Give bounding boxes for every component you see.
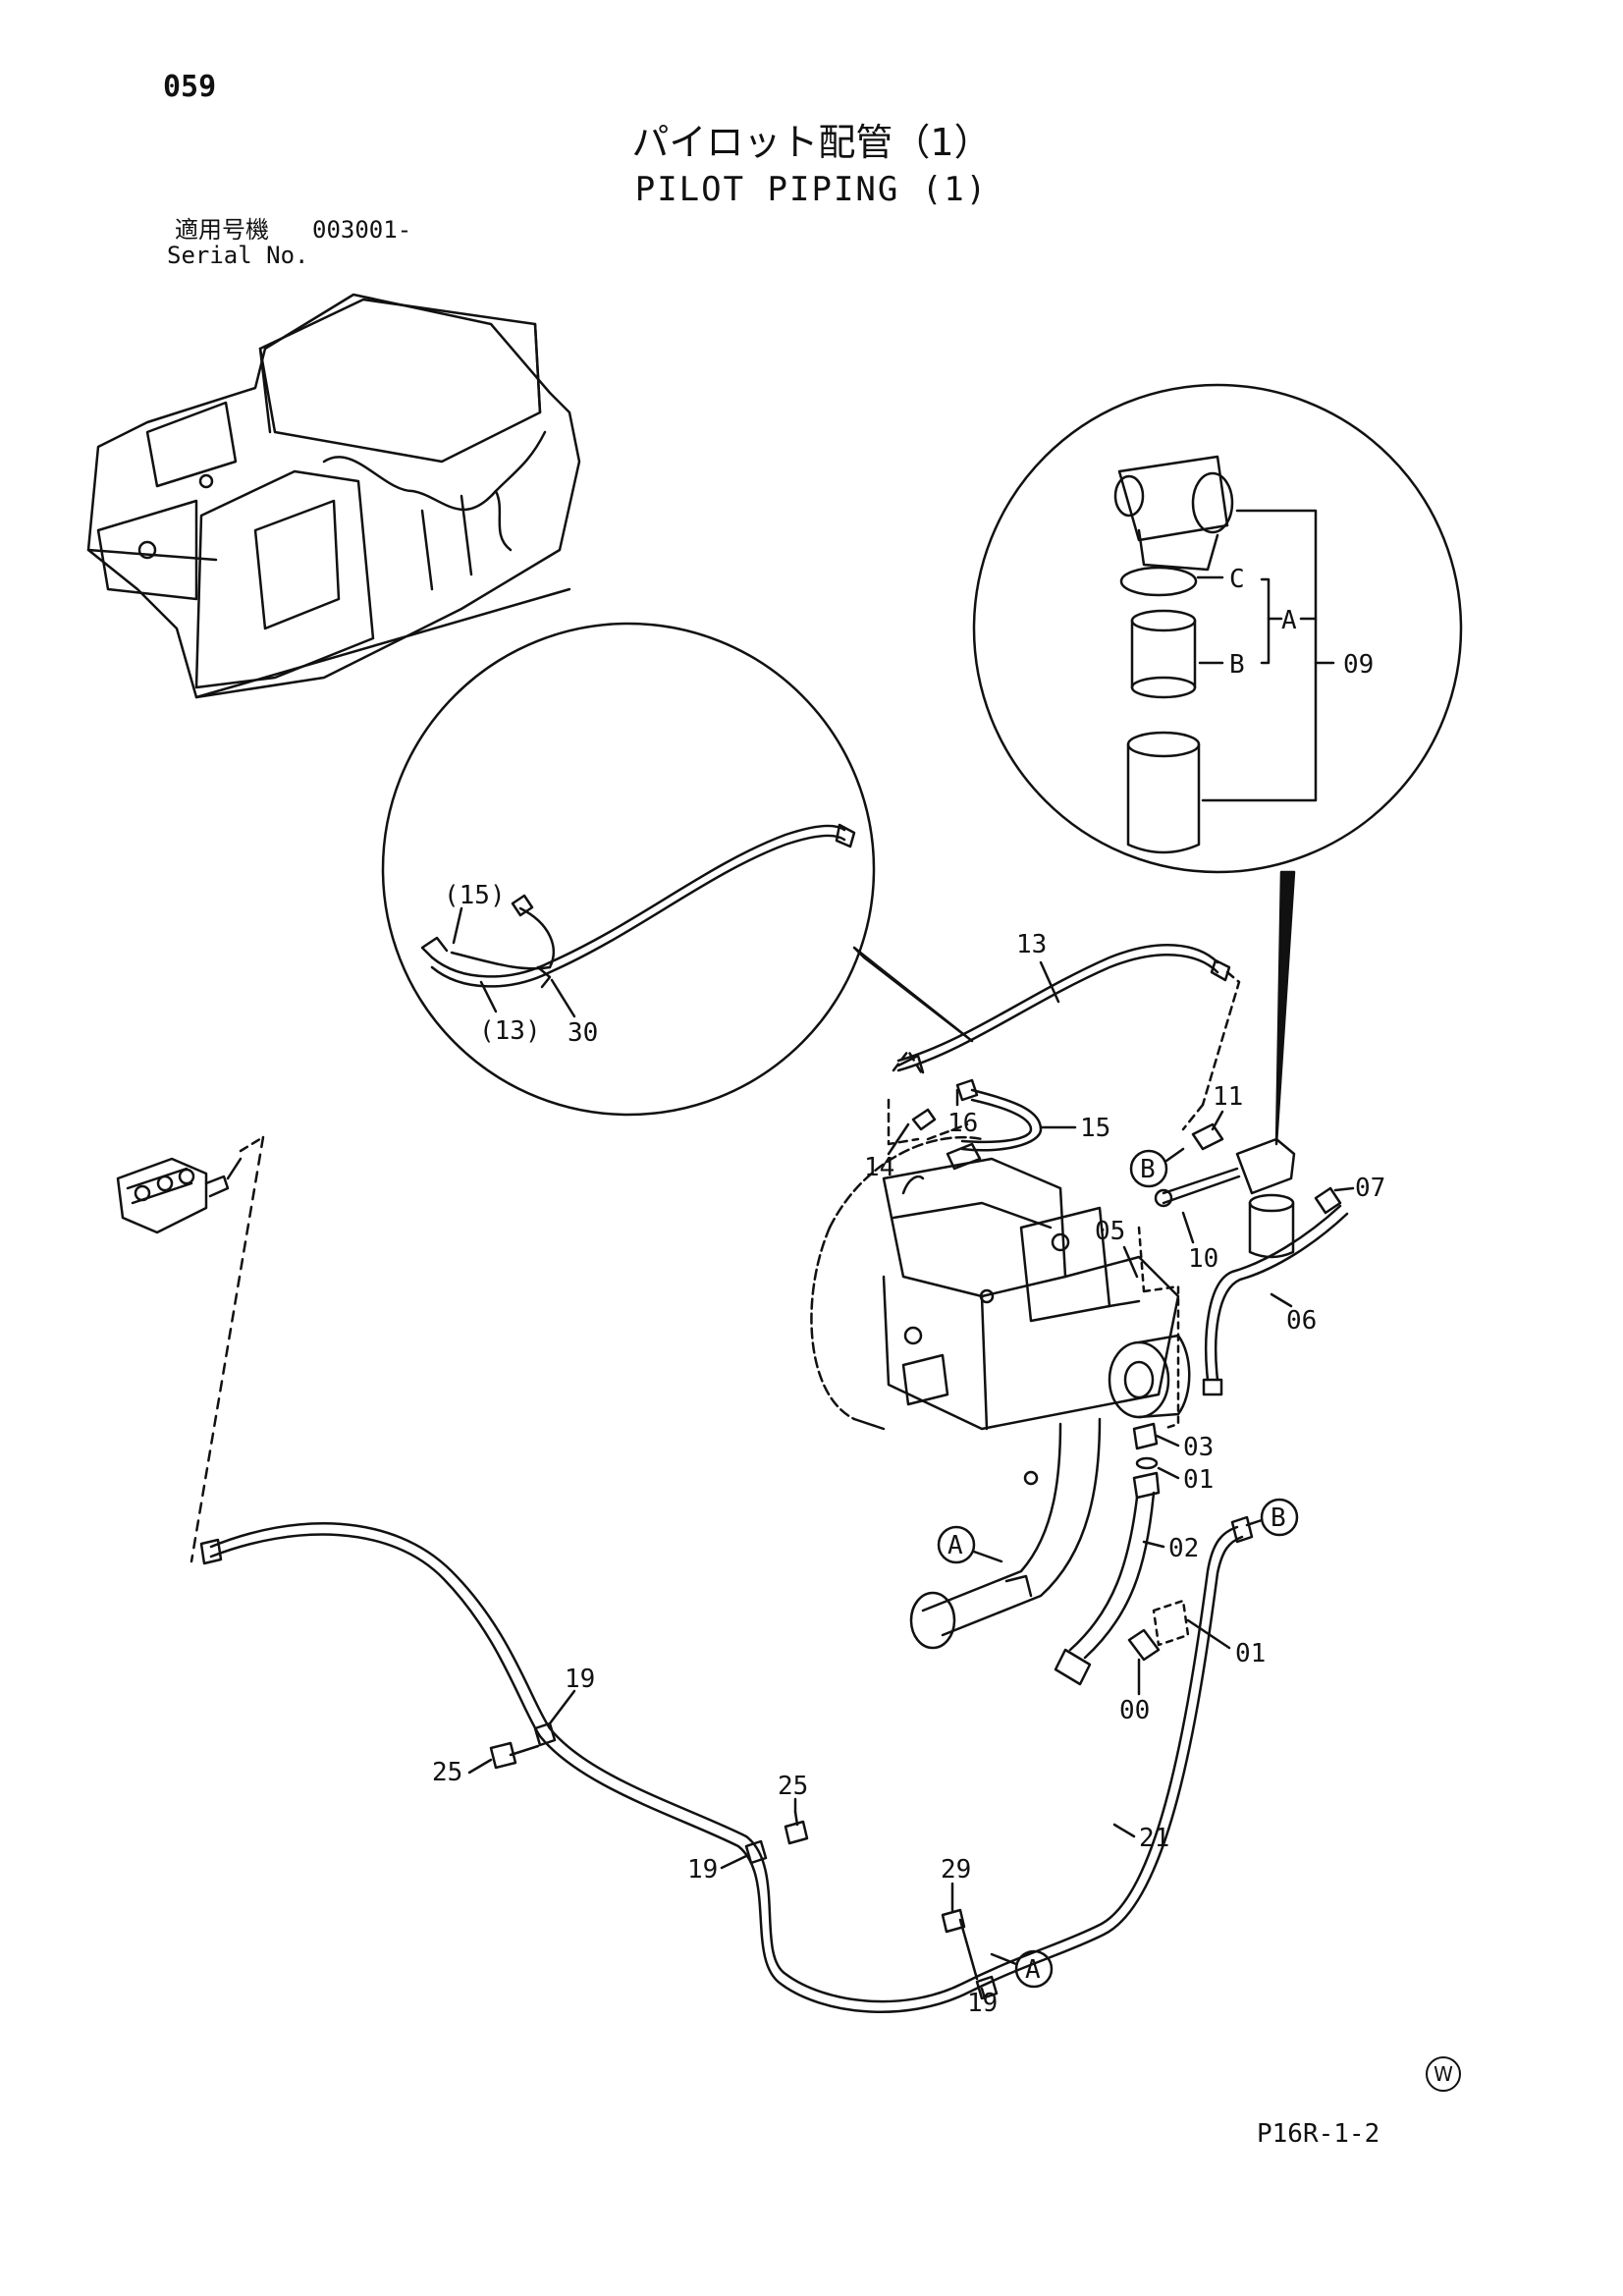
excavator-overview-illustration xyxy=(86,293,581,699)
callout-05: 05 xyxy=(1095,1217,1125,1246)
hose-13-illustration xyxy=(896,944,1241,1131)
ref-b-1: B xyxy=(1140,1155,1156,1184)
callout-07: 07 xyxy=(1355,1174,1385,1203)
callout-29: 29 xyxy=(941,1855,971,1885)
title-english: PILOT PIPING (1) xyxy=(634,170,989,209)
callout-16: 16 xyxy=(947,1109,978,1138)
circled-references: B B A A xyxy=(937,1147,1299,1989)
inset2-label-13: (13) xyxy=(479,1016,541,1046)
page-number: 059 xyxy=(163,70,217,104)
callout-06: 06 xyxy=(1286,1306,1317,1336)
suction-pipe-illustration xyxy=(909,1417,1102,1650)
callout-01a: 01 xyxy=(1183,1465,1214,1495)
callout-21: 21 xyxy=(1139,1824,1169,1853)
serial-number-value: 003001- xyxy=(312,216,412,244)
callout-13: 13 xyxy=(1016,930,1047,959)
title-japanese: パイロット配管（1） xyxy=(631,121,992,164)
inset-label-c: C xyxy=(1229,565,1245,594)
hose-02-illustration xyxy=(1054,1422,1190,1686)
hose-detail-inset: (15) (13) 30 xyxy=(381,622,974,1117)
callout-14: 14 xyxy=(864,1153,894,1182)
callout-15: 15 xyxy=(1080,1114,1110,1143)
inset-label-b: B xyxy=(1229,650,1245,680)
inset2-label-30: 30 xyxy=(568,1018,598,1048)
callout-03: 03 xyxy=(1183,1433,1214,1462)
callout-19a: 19 xyxy=(565,1665,595,1694)
ref-a-1: A xyxy=(947,1531,963,1560)
inset2-label-15: (15) xyxy=(444,881,506,910)
ref-a-2: A xyxy=(1025,1955,1041,1985)
filter-detail-inset: C A B 09 xyxy=(972,383,1463,1146)
pump-assembly-illustration xyxy=(810,1049,1191,1431)
w-mark-icon: W xyxy=(1426,2056,1461,2092)
callout-10: 10 xyxy=(1188,1244,1218,1274)
serial-label-english: Serial No. xyxy=(167,242,309,269)
callout-19b: 19 xyxy=(687,1855,718,1885)
callout-25b: 25 xyxy=(778,1772,808,1801)
ref-b-2: B xyxy=(1271,1503,1286,1533)
inset-label-09: 09 xyxy=(1343,650,1374,680)
drawing-code: P16R-1-2 xyxy=(1257,2119,1380,2149)
filter-assembly-illustration xyxy=(1154,1122,1349,1396)
hose-15-illustration xyxy=(960,1088,1043,1152)
callout-01b: 01 xyxy=(1235,1639,1266,1668)
pilot-valve-illustration xyxy=(116,1135,265,1563)
callout-00: 00 xyxy=(1119,1696,1150,1725)
callout-02: 02 xyxy=(1168,1534,1199,1563)
callout-11: 11 xyxy=(1213,1082,1243,1112)
part-callouts: 13 15 11 16 14 05 10 07 06 03 01 02 01 xyxy=(432,930,1385,2018)
inset-label-a: A xyxy=(1281,606,1297,635)
o-ring-icon xyxy=(1119,566,1198,597)
serial-label-japanese: 適用号機 xyxy=(175,216,269,244)
callout-25a: 25 xyxy=(432,1758,462,1787)
hose-21-illustration xyxy=(199,1515,1254,2013)
